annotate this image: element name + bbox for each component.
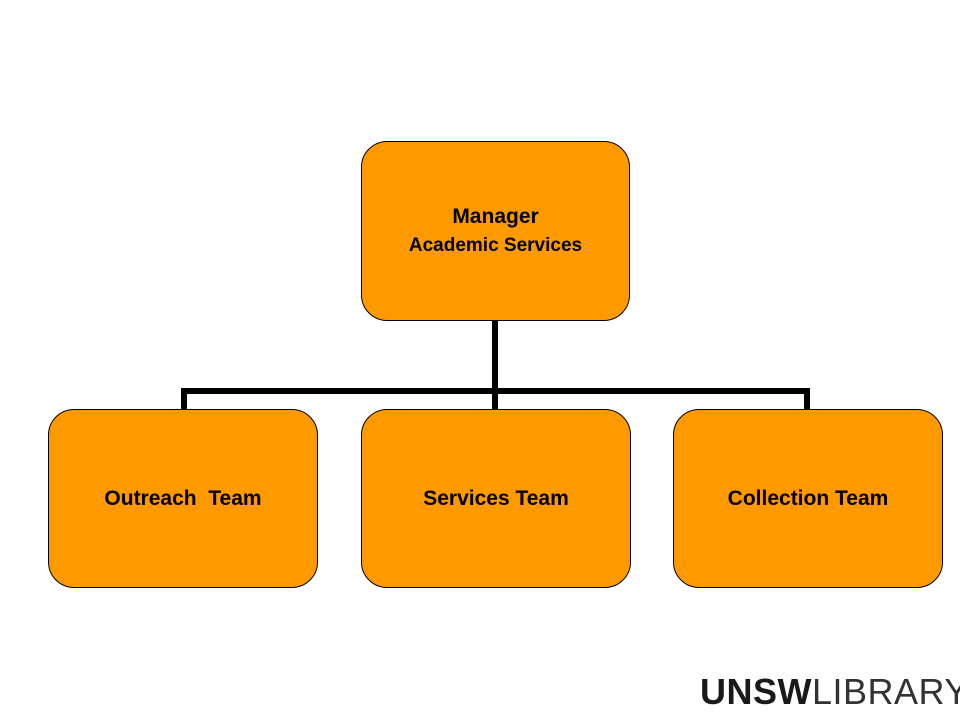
manager-node: Manager Academic Services — [361, 141, 630, 321]
collection-team-label: Collection Team — [727, 486, 889, 510]
outreach-team-node: Outreach Team — [48, 409, 318, 588]
manager-subtitle: Academic Services — [408, 235, 583, 256]
services-team-label: Services Team — [423, 486, 569, 510]
logo-library: LIBRARY — [812, 671, 960, 712]
services-team-node: Services Team — [361, 409, 631, 588]
manager-title: Manager — [452, 205, 539, 228]
logo-unsw: UNSW — [700, 671, 812, 712]
outreach-team-label: Outreach Team — [104, 486, 262, 510]
collection-team-node: Collection Team — [673, 409, 943, 588]
